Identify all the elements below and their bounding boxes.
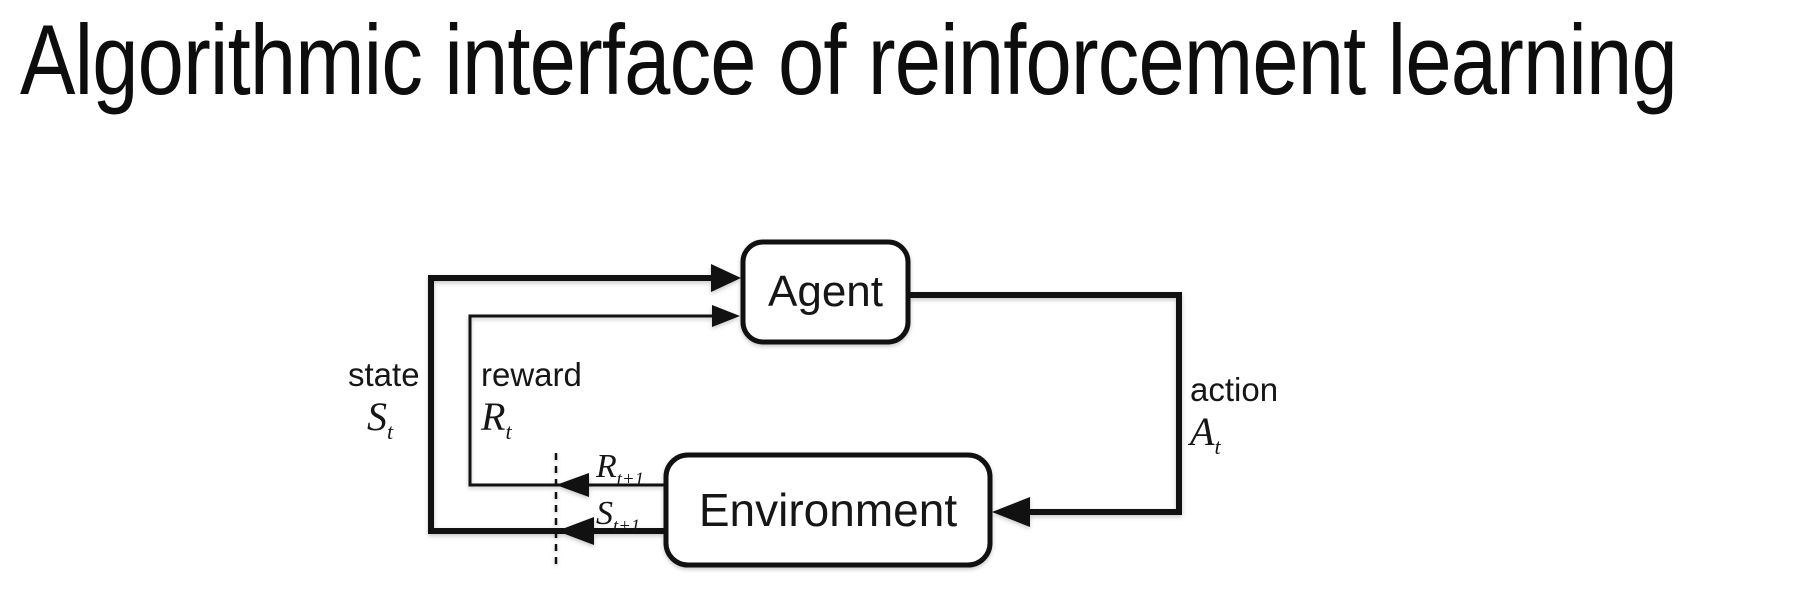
- slide-title: Algorithmic interface of reinforcement l…: [20, 4, 1678, 115]
- reward-into-agent-arrowhead-icon: [712, 305, 740, 327]
- agent-label: Agent: [768, 267, 883, 316]
- state-label: state: [348, 356, 420, 393]
- action-label: action: [1190, 371, 1279, 408]
- state-arrow-line: [428, 275, 716, 534]
- next-reward-symbol: Rt+1: [596, 448, 644, 490]
- state-into-agent-arrowhead-icon: [711, 264, 741, 292]
- next-reward-arrowhead-icon: [556, 473, 589, 497]
- next-state-arrowhead-icon: [557, 517, 594, 545]
- reward-symbol: Rt: [481, 394, 512, 444]
- environment-box: [663, 452, 993, 568]
- action-into-environment-arrowhead-icon: [992, 497, 1030, 527]
- action-symbol: At: [1190, 409, 1221, 459]
- next-state-symbol: St+1: [596, 495, 641, 537]
- agent-box: [740, 239, 911, 345]
- environment-label: Environment: [698, 484, 958, 536]
- reward-label: reward: [481, 356, 582, 393]
- action-arrow-line: [908, 292, 1182, 515]
- state-symbol: St: [367, 394, 394, 444]
